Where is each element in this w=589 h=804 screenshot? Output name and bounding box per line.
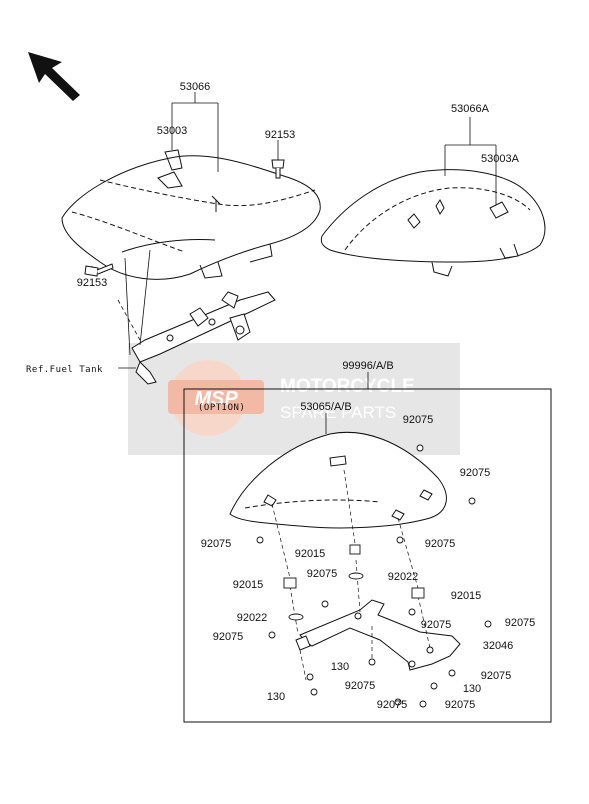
option-bracket xyxy=(295,599,461,671)
label-92075-3: 92075 xyxy=(201,538,232,550)
label-92075-1: 92075 xyxy=(403,414,434,426)
front-direction-arrow-icon xyxy=(28,52,80,101)
bolt-icon xyxy=(368,658,376,666)
bolt-icon-left xyxy=(84,263,114,277)
nut-icon xyxy=(411,587,425,599)
label-92153-top: 92153 xyxy=(265,129,296,141)
front-seat xyxy=(61,149,321,280)
front-seat-leaders xyxy=(91,92,279,369)
option-label: (OPTION) xyxy=(198,403,245,413)
bolt-icon xyxy=(408,660,416,668)
bolt-icon xyxy=(408,608,416,616)
bolt-icon xyxy=(468,497,476,505)
bolt-icon xyxy=(394,698,402,706)
label-92075-8: 92075 xyxy=(213,631,244,643)
label-92153-left: 92153 xyxy=(77,277,108,289)
label-92075-12: 92075 xyxy=(445,699,476,711)
label-92015-3: 92015 xyxy=(451,590,482,602)
bolt-icon xyxy=(310,688,318,696)
rear-seat xyxy=(320,169,546,277)
label-92075-10: 92075 xyxy=(345,680,376,692)
watermark-line1: MOTORCYCLE xyxy=(280,376,415,397)
label-92015-1: 92015 xyxy=(295,548,326,560)
bolt-icon xyxy=(256,536,264,544)
bolt-icon-top xyxy=(271,159,285,179)
bolt-icon xyxy=(396,536,404,544)
label-130-3: 130 xyxy=(267,691,285,703)
label-92075-9: 92075 xyxy=(481,670,512,682)
label-53066A: 53066A xyxy=(451,103,490,115)
bolt-icon xyxy=(484,620,492,628)
label-99996: 99996/A/B xyxy=(342,360,393,372)
bolt-icon xyxy=(419,700,427,708)
fasteners xyxy=(256,444,492,708)
label-92075-5: 92075 xyxy=(307,568,338,580)
rear-seat-leaders xyxy=(444,117,497,205)
label-92075-6: 92075 xyxy=(421,619,452,631)
label-92022-1: 92022 xyxy=(388,571,419,583)
washer-icon xyxy=(288,613,304,621)
seat-bracket xyxy=(131,291,276,385)
watermark-line2: SPARE PARTS xyxy=(280,403,396,422)
bolt-icon xyxy=(268,631,276,639)
nut-icon xyxy=(283,577,297,589)
watermark: MSP MOTORCYCLE SPARE PARTS xyxy=(128,343,460,455)
label-92075-7: 92075 xyxy=(505,617,536,629)
label-53066: 53066 xyxy=(180,81,211,93)
bolt-icon xyxy=(416,444,424,452)
nut-icon xyxy=(349,544,361,555)
label-53065: 53065/A/B xyxy=(300,401,351,413)
label-53003: 53003 xyxy=(157,125,188,137)
label-130-2: 130 xyxy=(463,683,481,695)
label-32046: 32046 xyxy=(483,640,514,652)
washer-icon xyxy=(348,572,364,580)
bolt-icon xyxy=(430,682,438,690)
watermark-badge-text: MSP xyxy=(194,388,238,410)
bolt-icon xyxy=(321,600,329,608)
seat-cowl xyxy=(229,431,447,529)
option-frame xyxy=(183,388,552,723)
label-92022-2: 92022 xyxy=(237,612,268,624)
ref-fuel-tank-label: Ref.Fuel Tank xyxy=(26,365,103,375)
label-53003A: 53003A xyxy=(481,153,520,165)
label-92015-2: 92015 xyxy=(233,579,264,591)
label-130-1: 130 xyxy=(331,661,349,673)
label-92075-11: 92075 xyxy=(377,699,408,711)
bolt-icon xyxy=(306,673,314,681)
label-92075-2: 92075 xyxy=(460,467,491,479)
bolt-icon xyxy=(448,669,456,677)
label-92075-4: 92075 xyxy=(425,538,456,550)
option-guide-lines xyxy=(271,469,431,681)
